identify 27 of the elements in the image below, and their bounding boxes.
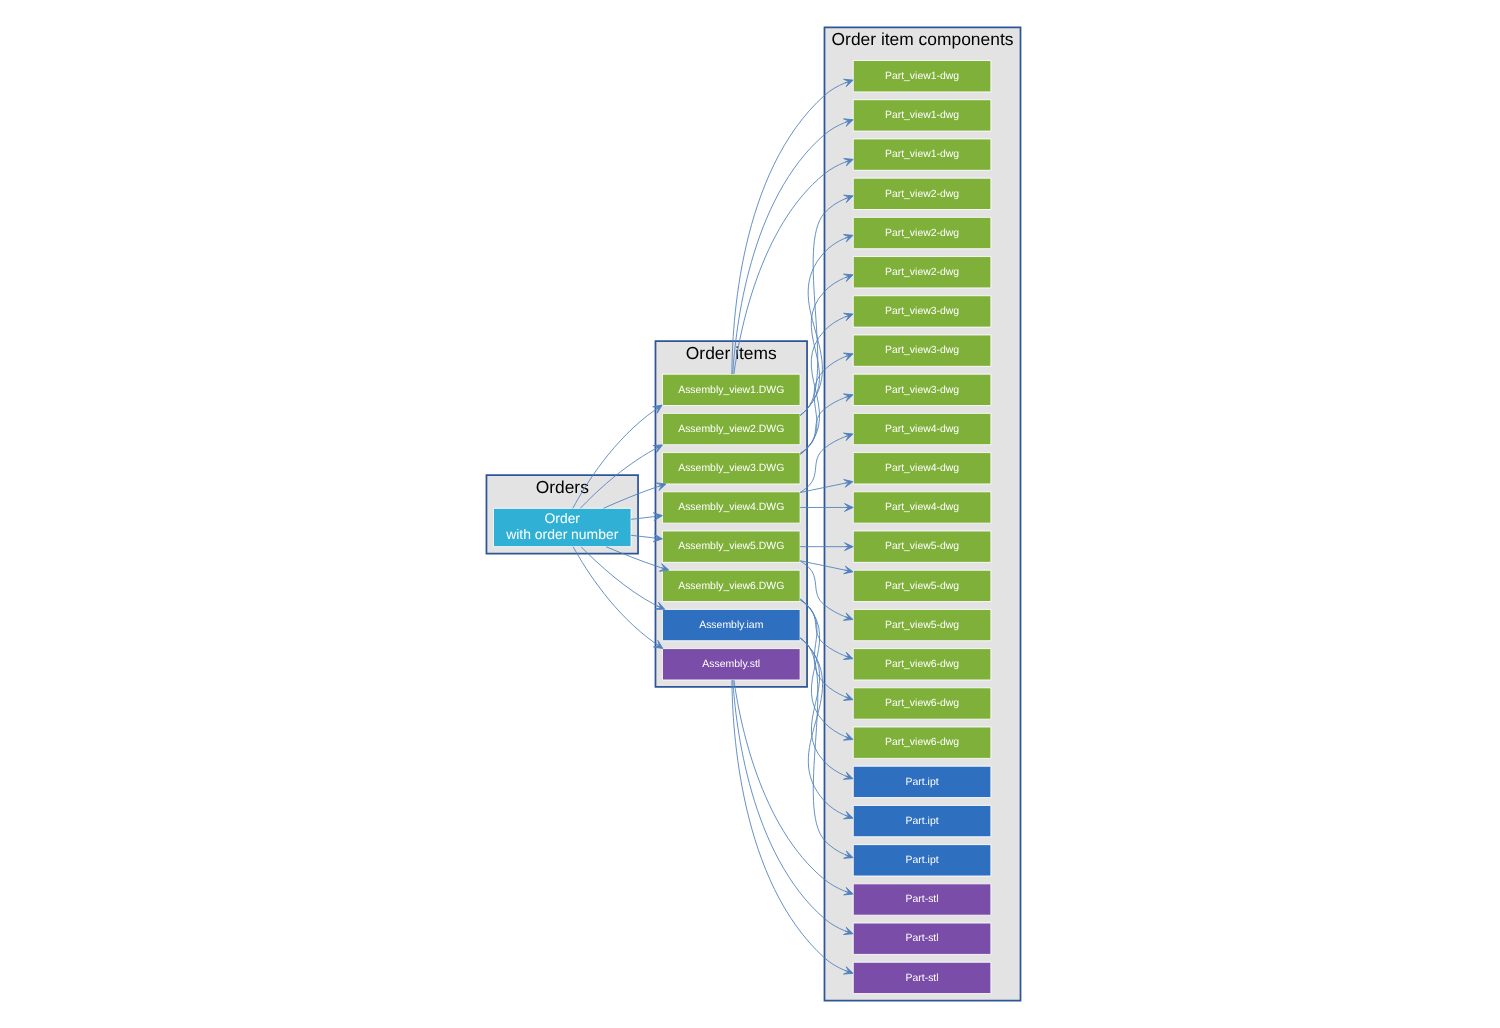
arrow xyxy=(799,599,854,660)
arrow xyxy=(799,352,854,455)
arrow xyxy=(630,533,663,543)
arrow xyxy=(799,637,854,820)
arrow xyxy=(733,158,854,375)
arrow xyxy=(630,512,663,521)
arrow xyxy=(579,444,663,509)
arrow xyxy=(799,598,854,701)
arrow xyxy=(799,637,854,859)
arrow xyxy=(799,560,854,621)
arrow xyxy=(799,234,854,416)
arrow xyxy=(799,503,854,512)
arrow xyxy=(799,312,854,455)
arrow xyxy=(799,542,854,552)
arrow xyxy=(799,432,854,493)
arrow xyxy=(799,194,854,416)
arrow xyxy=(799,393,854,454)
arrow xyxy=(799,598,854,741)
arrow xyxy=(733,679,854,896)
arrow xyxy=(603,482,667,509)
arrow xyxy=(799,479,854,493)
arrow xyxy=(799,560,854,575)
arrow xyxy=(605,546,670,572)
arrow xyxy=(572,546,664,649)
arrow xyxy=(799,273,854,416)
arrow xyxy=(580,546,666,610)
arrow xyxy=(572,404,663,509)
